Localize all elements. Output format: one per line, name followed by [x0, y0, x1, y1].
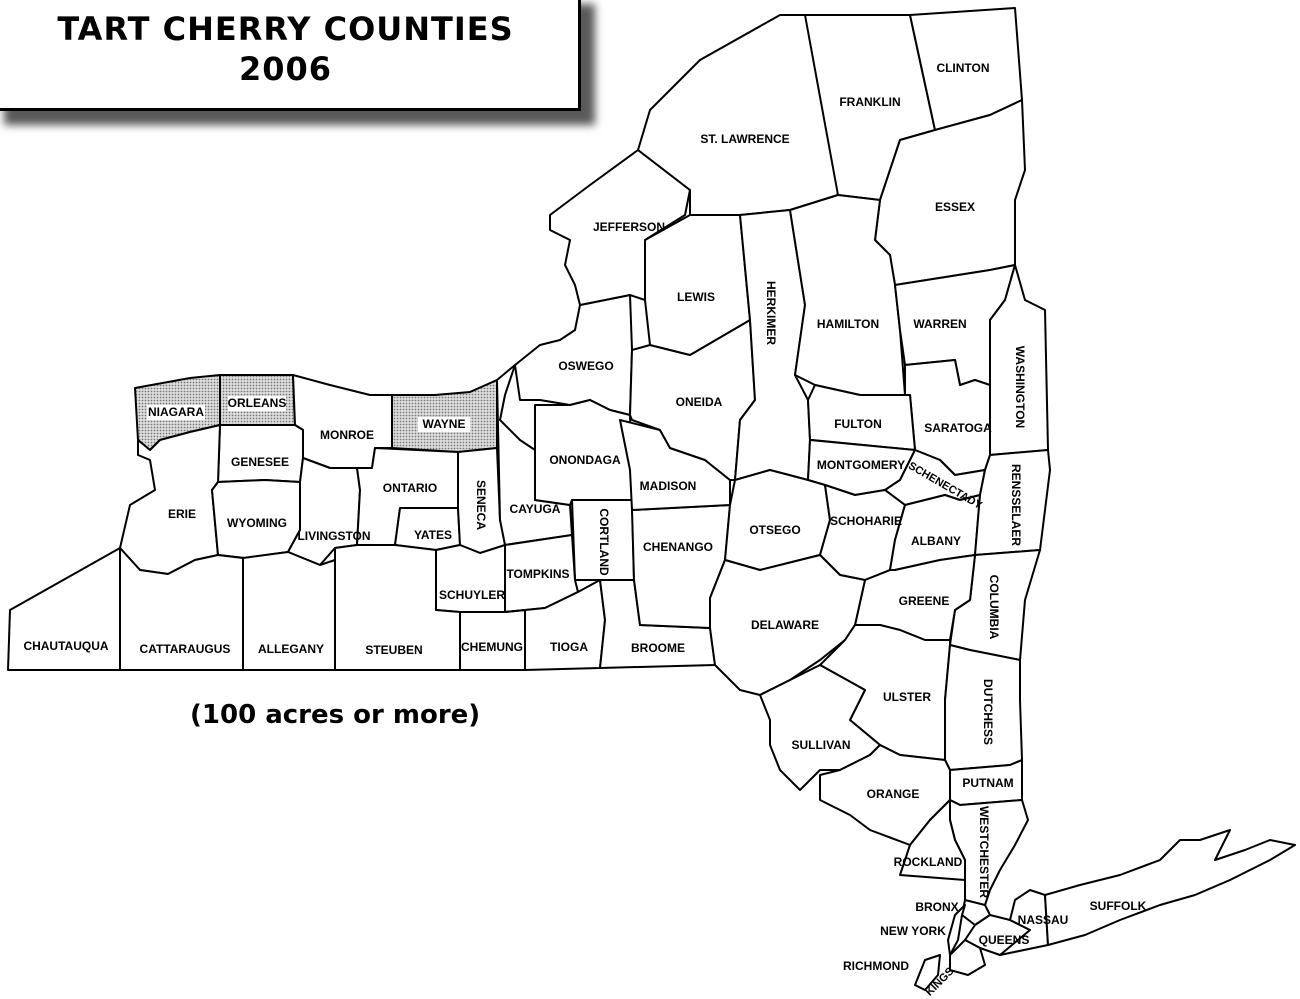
- label-bronx: BRONX: [915, 900, 958, 914]
- label-new-york: NEW YORK: [880, 924, 946, 938]
- county-genesee[interactable]: [217, 424, 304, 483]
- label-yates: YATES: [414, 528, 452, 542]
- label-washington: WASHINGTON: [1013, 346, 1027, 428]
- label-greene: GREENE: [899, 594, 950, 608]
- county-richmond[interactable]: [914, 954, 941, 991]
- label-oneida: ONEIDA: [676, 395, 723, 409]
- label-lewis: LEWIS: [677, 290, 715, 304]
- wayne-label-bg: [418, 417, 470, 432]
- label-allegany: ALLEGANY: [258, 642, 324, 656]
- label-niagara: NIAGARA: [148, 405, 204, 419]
- label-wyoming: WYOMING: [227, 516, 287, 530]
- label-westchester: WESTCHESTER: [977, 806, 991, 898]
- label-genesee: GENESEE: [231, 455, 289, 469]
- label-albany: ALBANY: [911, 534, 961, 548]
- niagara-label-bg: [147, 405, 205, 420]
- label-cortland: CORTLAND: [597, 508, 611, 576]
- county-erie[interactable]: [119, 424, 221, 575]
- label-queens: QUEENS: [979, 933, 1030, 947]
- label-herkimer: HERKIMER: [764, 281, 778, 345]
- label-delaware: DELAWARE: [751, 618, 819, 632]
- label-warren: WARREN: [913, 317, 966, 331]
- map-title: TART CHERRY COUNTIES: [57, 10, 514, 48]
- label-putnam: PUTNAM: [962, 776, 1013, 790]
- label-orleans: ORLEANS: [228, 396, 287, 410]
- county-rockland[interactable]: [899, 799, 966, 881]
- label-ulster: ULSTER: [883, 690, 931, 704]
- label-sullivan: SULLIVAN: [791, 738, 850, 752]
- label-suffolk: SUFFOLK: [1090, 899, 1147, 913]
- label-livingston: LIVINGSTON: [297, 529, 370, 543]
- label-fulton: FULTON: [834, 417, 882, 431]
- label-oswego: OSWEGO: [558, 359, 613, 373]
- label-franklin: FRANKLIN: [839, 95, 900, 109]
- label-richmond: RICHMOND: [843, 959, 909, 973]
- label-jefferson: JEFFERSON: [593, 220, 665, 234]
- label-onondaga: ONONDAGA: [549, 453, 621, 467]
- label-st-lawrence: ST. LAWRENCE: [700, 132, 789, 146]
- label-rockland: ROCKLAND: [894, 855, 963, 869]
- map-year: 2006: [238, 50, 333, 88]
- label-wayne: WAYNE: [423, 417, 466, 431]
- label-cayuga: CAYUGA: [510, 502, 561, 516]
- label-schuyler: SCHUYLER: [439, 588, 505, 602]
- label-monroe: MONROE: [320, 428, 374, 442]
- county-steuben[interactable]: [334, 544, 461, 671]
- label-chenango: CHENANGO: [643, 540, 713, 554]
- label-tioga: TIOGA: [550, 640, 588, 654]
- label-erie: ERIE: [168, 507, 196, 521]
- county-oswego[interactable]: [514, 294, 633, 416]
- map-subtitle: (100 acres or more): [190, 700, 481, 730]
- label-chautauqua: CHAUTAUQUA: [23, 639, 108, 653]
- label-essex: ESSEX: [935, 200, 975, 214]
- label-orange: ORANGE: [867, 787, 920, 801]
- county-wayne[interactable]: [391, 379, 498, 453]
- label-hamilton: HAMILTON: [817, 317, 879, 331]
- county-cattaraugus[interactable]: [119, 547, 244, 671]
- county-suffolk[interactable]: [1044, 829, 1296, 946]
- label-tompkins: TOMPKINS: [506, 567, 569, 581]
- label-saratoga: SARATOGA: [924, 421, 992, 435]
- label-dutchess: DUTCHESS: [981, 679, 995, 745]
- county-kings[interactable]: [949, 939, 986, 976]
- label-rensselaer: RENSSELAER: [1009, 464, 1023, 546]
- label-otsego: OTSEGO: [749, 523, 800, 537]
- label-nassau: NASSAU: [1018, 913, 1069, 927]
- county-new-york[interactable]: [947, 904, 966, 956]
- label-schoharie: SCHOHARIE: [830, 514, 902, 528]
- label-clinton: CLINTON: [936, 61, 989, 75]
- label-chemung: CHEMUNG: [461, 640, 523, 654]
- label-steuben: STEUBEN: [365, 643, 422, 657]
- map-title-box: TART CHERRY COUNTIES 2006: [0, 0, 581, 111]
- label-cattaraugus: CATTARAUGUS: [140, 642, 231, 656]
- label-montgomery: MONTGOMERY: [817, 458, 905, 472]
- label-broome: BROOME: [631, 641, 685, 655]
- label-ontario: ONTARIO: [383, 481, 437, 495]
- orleans-label-bg: [228, 396, 286, 411]
- label-columbia: COLUMBIA: [987, 575, 1001, 640]
- label-madison: MADISON: [640, 479, 697, 493]
- county-otsego[interactable]: [724, 469, 831, 571]
- label-seneca: SENECA: [474, 480, 488, 530]
